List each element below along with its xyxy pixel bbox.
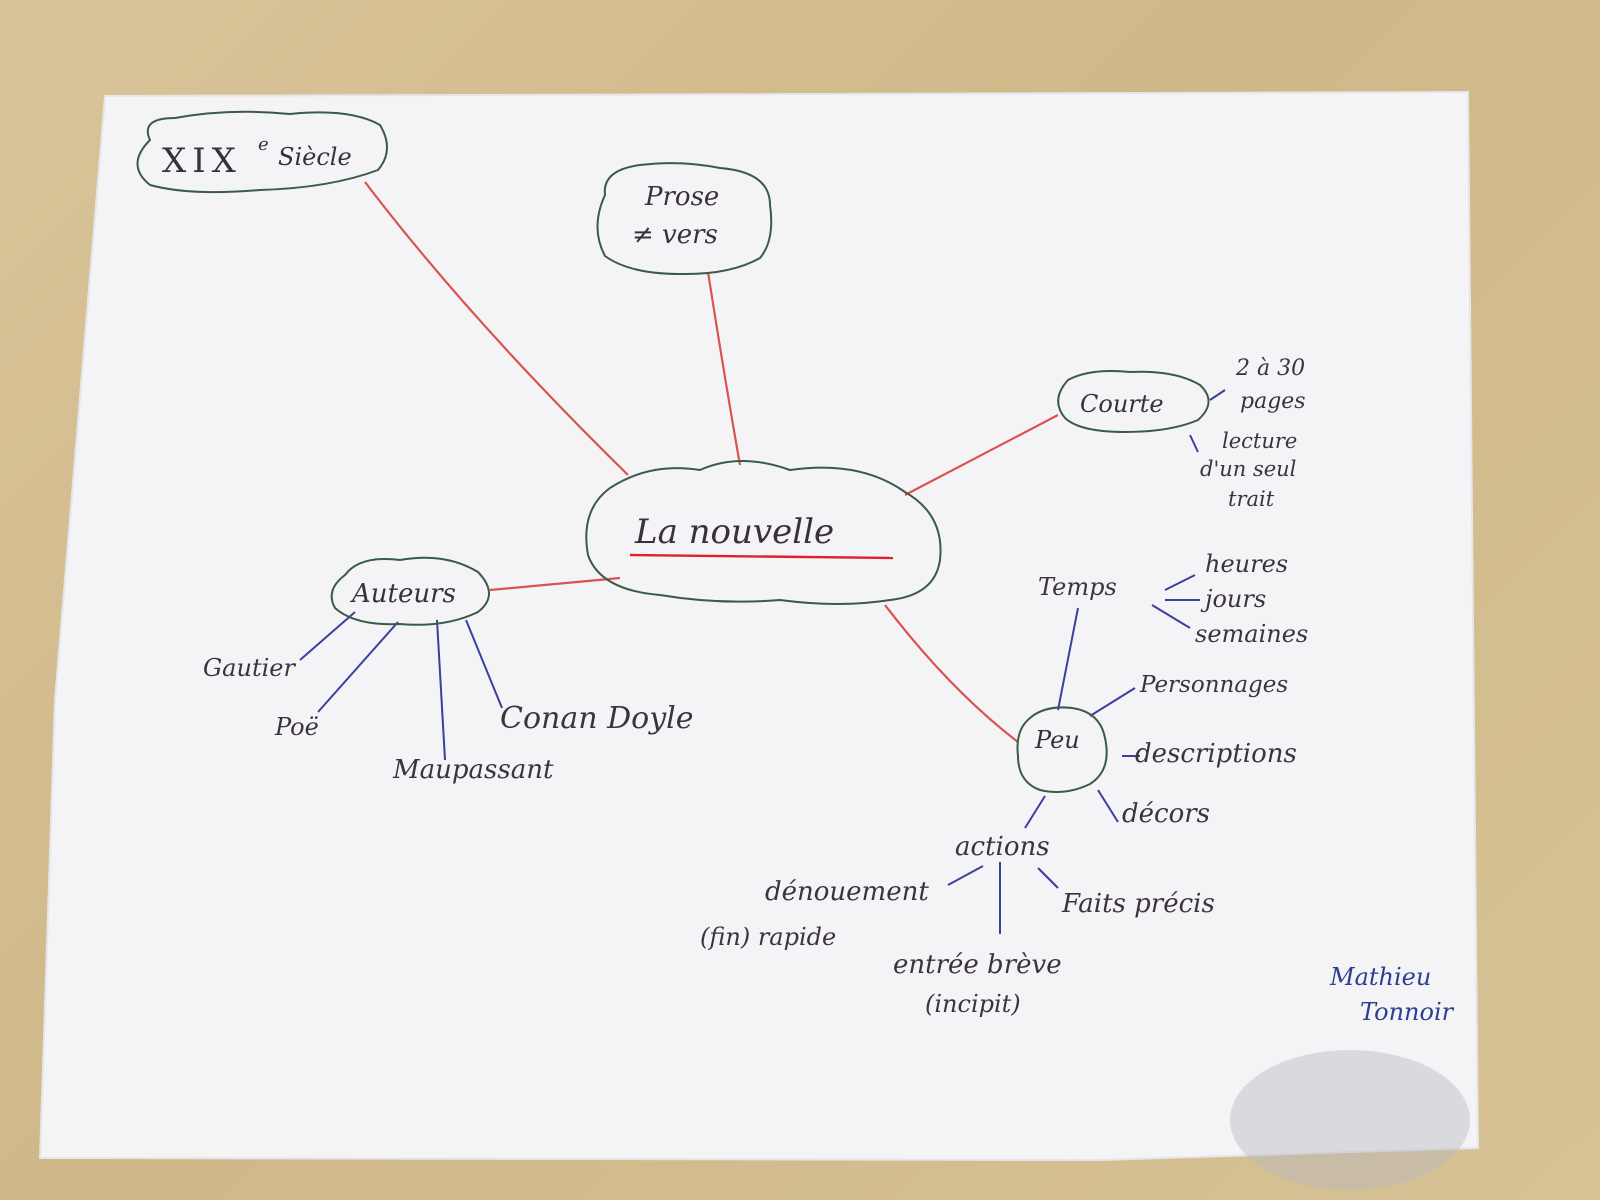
cloud-peu	[1016, 706, 1108, 793]
actions-entree-line2: (incipit)	[925, 990, 1021, 1018]
link-peu-temps	[1057, 607, 1079, 711]
link-center-prose	[706, 271, 742, 466]
auteur-maupassant: Maupassant	[392, 755, 554, 785]
main-branches	[364, 181, 1059, 743]
peu-personnages: Personnages	[1139, 672, 1288, 698]
actions-faits: Faits précis	[1061, 889, 1215, 919]
link-center-courte	[904, 414, 1059, 496]
actions-denouement-line2: (fin) rapide	[700, 923, 836, 951]
siecle-label-rest: Siècle	[278, 143, 352, 171]
link-temps-semaines	[1151, 604, 1191, 629]
link-courte-lecture	[1189, 434, 1199, 453]
link-auteurs-poe	[317, 621, 399, 713]
cloud-auteurs	[330, 556, 490, 626]
peu-actions: actions	[955, 832, 1050, 862]
courte-lecture-line2: d'un seul	[1200, 457, 1296, 481]
link-auteurs-gautier	[299, 611, 356, 661]
cloud-courte	[1057, 370, 1210, 434]
actions-denouement-line1: dénouement	[765, 877, 929, 907]
hand-shadow	[1230, 1050, 1470, 1190]
peu-decors: décors	[1122, 799, 1210, 829]
signature-line1: Mathieu	[1329, 963, 1431, 991]
link-center-auteurs	[489, 576, 621, 592]
auteurs-label: Auteurs	[350, 579, 456, 609]
cloud-siecle	[136, 110, 388, 194]
courte-lecture-line3: trait	[1228, 487, 1275, 511]
link-actions-faits	[1037, 867, 1059, 889]
paper-sheet	[38, 90, 1480, 1162]
auteur-poe: Poë	[274, 713, 319, 741]
auteur-gautier: Gautier	[203, 654, 296, 682]
link-center-peu	[884, 604, 1019, 743]
actions-entree-line1: entrée brève	[893, 950, 1062, 980]
courte-pages-line1: 2 à 30	[1235, 356, 1305, 381]
courte-pages-line2: pages	[1240, 389, 1306, 414]
link-peu-decors	[1097, 789, 1119, 823]
center-underline	[629, 553, 894, 560]
link-auteurs-doyle	[465, 619, 503, 709]
link-auteurs-maupassant	[436, 619, 446, 761]
peu-label: Peu	[1034, 726, 1080, 754]
link-peu-personnages	[1089, 687, 1136, 717]
courte-label: Courte	[1080, 390, 1164, 418]
link-temps-heures	[1164, 574, 1196, 591]
courte-lecture-line1: lecture	[1222, 429, 1297, 453]
link-actions-denouement	[947, 865, 984, 886]
peu-descriptions: descriptions	[1135, 739, 1297, 769]
cloud-prose	[596, 162, 773, 276]
auteur-conan-doyle: Conan Doyle	[500, 701, 694, 736]
link-center-siecle	[364, 181, 629, 476]
signature-line2: Tonnoir	[1360, 998, 1455, 1026]
link-courte-pages	[1209, 389, 1226, 401]
cloud-outlines	[136, 110, 1210, 793]
temps-heures: heures	[1205, 550, 1288, 578]
temps-label: Temps	[1038, 573, 1117, 601]
temps-semaines: semaines	[1195, 620, 1308, 648]
siecle-label-main: XIX	[162, 141, 242, 181]
cloud-center	[585, 460, 942, 605]
siecle-label-sup: e	[258, 134, 269, 155]
prose-line2: ≠ vers	[632, 220, 718, 250]
center-label: La nouvelle	[634, 512, 834, 552]
prose-line1: Prose	[644, 182, 719, 212]
sub-branches	[299, 389, 1226, 934]
temps-jours: jours	[1200, 585, 1266, 613]
link-peu-actions	[1024, 795, 1046, 829]
